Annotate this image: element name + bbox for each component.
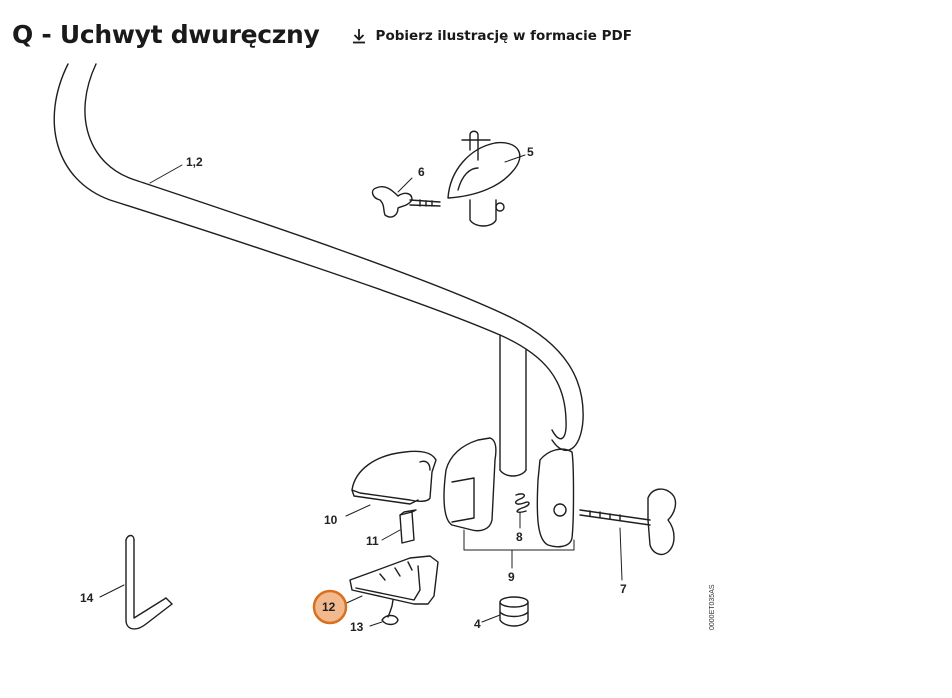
plug-part-4[interactable] bbox=[499, 596, 529, 627]
handle-tube-part[interactable] bbox=[53, 63, 584, 477]
holder-part-5[interactable] bbox=[447, 130, 521, 227]
callout-11[interactable]: 11 bbox=[366, 534, 379, 548]
callout-5[interactable]: 5 bbox=[527, 145, 534, 159]
page-title: Q - Uchwyt dwuręczny bbox=[12, 19, 320, 49]
clamp-part-9[interactable] bbox=[443, 437, 575, 548]
cover-part-10[interactable] bbox=[351, 450, 437, 505]
callout-8[interactable]: 8 bbox=[516, 530, 523, 544]
callout-1-2[interactable]: 1,2 bbox=[186, 155, 203, 169]
knob-bolt-part-7[interactable] bbox=[579, 488, 677, 556]
download-icon bbox=[352, 29, 365, 44]
callout-6[interactable]: 6 bbox=[418, 165, 425, 179]
download-pdf-label: Pobierz ilustrację w formacie PDF bbox=[375, 28, 632, 44]
callout-4[interactable]: 4 bbox=[474, 617, 481, 631]
leader-lines bbox=[99, 154, 623, 627]
page-header: Q - Uchwyt dwuręczny Pobierz ilustrację … bbox=[12, 14, 632, 54]
callout-9[interactable]: 9 bbox=[508, 570, 515, 584]
drawing-code: 0000ET035AS bbox=[709, 584, 716, 630]
callout-10[interactable]: 10 bbox=[324, 513, 338, 527]
callout-14[interactable]: 14 bbox=[80, 591, 94, 605]
star-knob-part-6[interactable] bbox=[371, 186, 441, 218]
block-part-11[interactable] bbox=[399, 509, 417, 544]
callout-12[interactable]: 12 bbox=[322, 600, 336, 614]
callout-7[interactable]: 7 bbox=[620, 582, 627, 596]
callout-13[interactable]: 13 bbox=[350, 620, 364, 634]
hex-key-part-14[interactable] bbox=[125, 534, 173, 630]
spring-part-8[interactable] bbox=[514, 493, 530, 513]
lower-cover-part-12[interactable] bbox=[349, 555, 439, 605]
selected-part-highlight[interactable] bbox=[312, 589, 348, 625]
screw-part-13[interactable] bbox=[381, 599, 399, 626]
download-pdf-link[interactable]: Pobierz ilustrację w formacie PDF bbox=[350, 27, 632, 45]
